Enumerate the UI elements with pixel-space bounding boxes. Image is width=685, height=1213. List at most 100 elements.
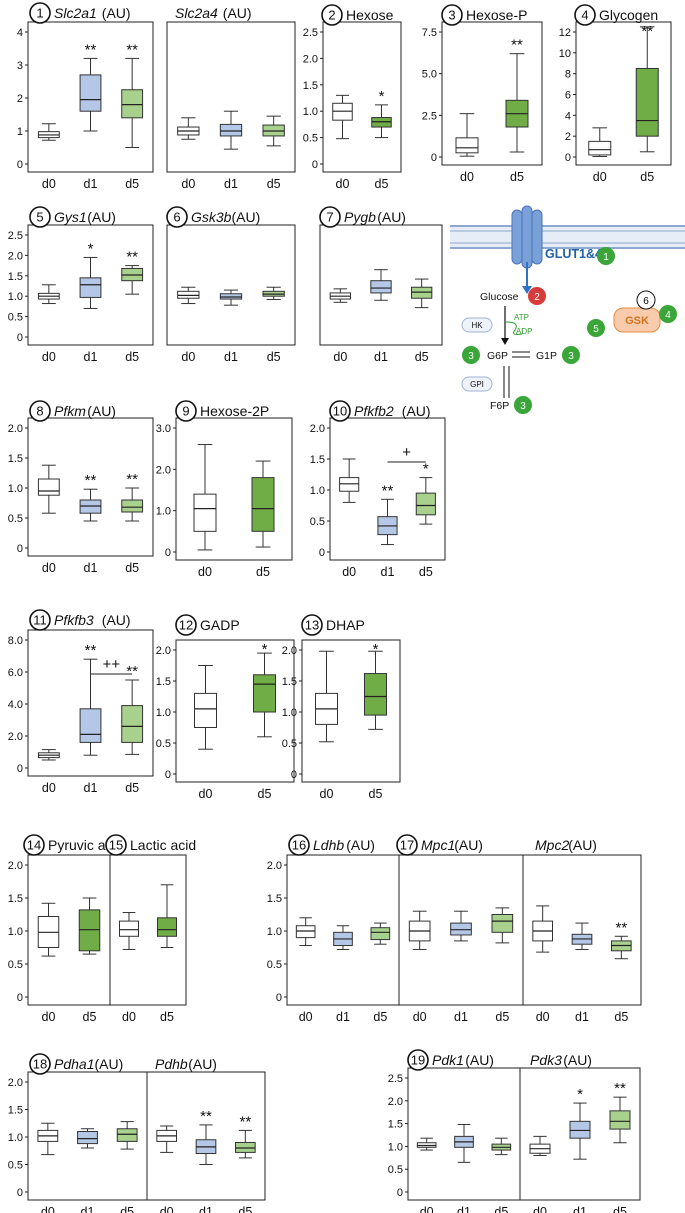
ytick-label-pdk1-4: 2.0 xyxy=(388,1096,403,1108)
chart-unit-pfkm: (AU) xyxy=(87,403,116,419)
xlabel-dhap-0: d0 xyxy=(320,787,334,801)
sig-pdhb-2: ** xyxy=(239,1113,251,1130)
badge-lactic-badge xyxy=(105,834,127,856)
chart-title-pdk3: Pdk3 xyxy=(530,1052,562,1068)
bracket-label-pfkfb2: + xyxy=(402,444,411,461)
glut-transporter xyxy=(511,205,543,294)
badge-2 xyxy=(528,287,546,305)
chart-unit-pdhb: (AU) xyxy=(188,1056,217,1072)
xlabel-slc2a1-1: d1 xyxy=(84,177,98,191)
ytick-label-pfkfb2-1: 0.5 xyxy=(310,516,325,528)
xlabel-mpc1-2: d5 xyxy=(495,1010,509,1024)
badge-pyruvic-badge xyxy=(23,834,45,856)
ytick-label-gys1-2: 1.0 xyxy=(8,291,23,303)
xlabel-hexose2p-0: d0 xyxy=(198,565,212,579)
badge-pdk1-badge xyxy=(407,1049,429,1071)
xlabel-pygb-2: d5 xyxy=(415,350,429,364)
badge-pdk1-badge-text: 19 xyxy=(411,1053,425,1068)
box-glycogen-0 xyxy=(588,140,612,156)
badge-dhap-badge-text: 13 xyxy=(305,618,319,633)
badge-hexose2p-badge-text: 9 xyxy=(182,404,189,419)
ytick-label-pdha1-4: 2.0 xyxy=(8,1077,23,1089)
chart-frame-pfkfb3 xyxy=(27,629,154,777)
chart-title-gsk3b: Gsk3b xyxy=(191,209,232,225)
ytick-label-pfkm-4: 2.0 xyxy=(8,423,23,435)
badge-mpc1-badge-text: 17 xyxy=(400,838,414,853)
box-pygb-2 xyxy=(411,286,433,299)
box-slc2a1-1 xyxy=(79,74,102,112)
ytick-label-hexose-4: 2.0 xyxy=(303,53,318,65)
ytick-label-dhap-3: 1.5 xyxy=(282,676,297,688)
xlabel-pdk1-1: d1 xyxy=(457,1205,471,1213)
chart-frame-pfkm xyxy=(27,417,154,557)
xlabel-ldhb-1: d1 xyxy=(336,1010,350,1024)
xlabel-gys1-1: d1 xyxy=(84,350,98,364)
ytick-label-ldhb-3: 1.5 xyxy=(267,893,282,905)
chart-unit-slc2a1: (AU) xyxy=(102,5,131,21)
ytick-label-hexose-2: 1.0 xyxy=(303,106,318,118)
sig-hexosep-1: ** xyxy=(511,37,523,54)
chart-frame-slc2a4 xyxy=(166,21,296,173)
box-dhap-1 xyxy=(364,673,387,716)
chart-unit-mpc2: (AU) xyxy=(568,837,597,853)
box-gys1-1 xyxy=(79,277,102,298)
ytick-label-pdk1-1: 0.5 xyxy=(388,1164,403,1176)
badge-glycogen-badge xyxy=(574,4,596,26)
ytick-label-ldhb-0: 0 xyxy=(276,992,282,1004)
badge-pdha1-badge xyxy=(29,1053,51,1075)
ytick-label-gys1-5: 2.5 xyxy=(8,230,23,242)
ytick-label-pdk1-3: 1.5 xyxy=(388,1119,403,1131)
box-pyruvic-1 xyxy=(78,909,101,952)
chart-frame-glycogen xyxy=(575,21,672,166)
ytick-label-pdk1-5: 2.5 xyxy=(388,1073,403,1085)
chart-unit-pdk1: (AU) xyxy=(465,1052,494,1068)
xlabel-pfkfb3-1: d1 xyxy=(84,781,98,795)
badge-pygb-badge xyxy=(319,206,341,228)
box-pfkfb2-2 xyxy=(415,492,436,516)
sig-dhap-1: * xyxy=(373,641,379,658)
ytick-label-glycogen-4: 8 xyxy=(565,69,571,81)
badge-gadp-badge-text: 12 xyxy=(179,618,193,633)
sig-pfkm-2: ** xyxy=(126,471,138,488)
xlabel-mpc2-0: d0 xyxy=(536,1010,550,1024)
xlabel-slc2a4-0: d0 xyxy=(181,177,195,191)
xlabel-mpc2-2: d5 xyxy=(614,1010,628,1024)
ytick-label-pdha1-0: 0 xyxy=(17,1187,23,1199)
xlabel-pyruvic-1: d5 xyxy=(83,1010,97,1024)
box-pdk3-1 xyxy=(569,1120,591,1139)
xlabel-gsk3b-2: d5 xyxy=(267,350,281,364)
badge-1 xyxy=(597,247,615,265)
badge-pfkfb3-badge xyxy=(29,609,51,631)
ytick-label-glycogen-3: 6 xyxy=(565,90,571,102)
chart-unit-mpc1: (AU) xyxy=(454,837,483,853)
ytick-label-pfkm-0: 0 xyxy=(17,543,23,555)
chart-title-pfkm: Pfkm xyxy=(54,403,86,419)
xlabel-slc2a1-0: d0 xyxy=(42,177,56,191)
chart-frame-gys1 xyxy=(27,224,154,346)
xlabel-pdhb-0: d0 xyxy=(160,1205,174,1213)
gsk-box xyxy=(613,307,661,333)
chart-title-mpc1: Mpc1 xyxy=(421,837,455,853)
xlabel-lactic-1: d5 xyxy=(160,1010,174,1024)
chart-frame-pfkfb2 xyxy=(329,417,446,561)
badge-hexose-badge xyxy=(321,4,343,26)
chart-frame-mpc2 xyxy=(522,854,642,1006)
badge-dhap-badge xyxy=(301,614,323,636)
ytick-label-ldhb-1: 0.5 xyxy=(267,959,282,971)
sig-pfkfb2-2: * xyxy=(423,461,429,478)
ytick-label-gadp-2: 1.0 xyxy=(156,707,171,719)
xlabel-pfkm-0: d0 xyxy=(42,561,56,575)
ytick-label-gadp-0: 0 xyxy=(165,769,171,781)
ytick-label-pfkfb3-0: 0 xyxy=(17,763,23,775)
svg-text:GPI: GPI xyxy=(470,380,484,389)
badge-pfkm-badge-text: 8 xyxy=(36,404,43,419)
xlabel-pygb-0: d0 xyxy=(333,350,347,364)
badge-gadp-badge xyxy=(175,614,197,636)
ytick-label-glycogen-0: 0 xyxy=(565,152,571,164)
